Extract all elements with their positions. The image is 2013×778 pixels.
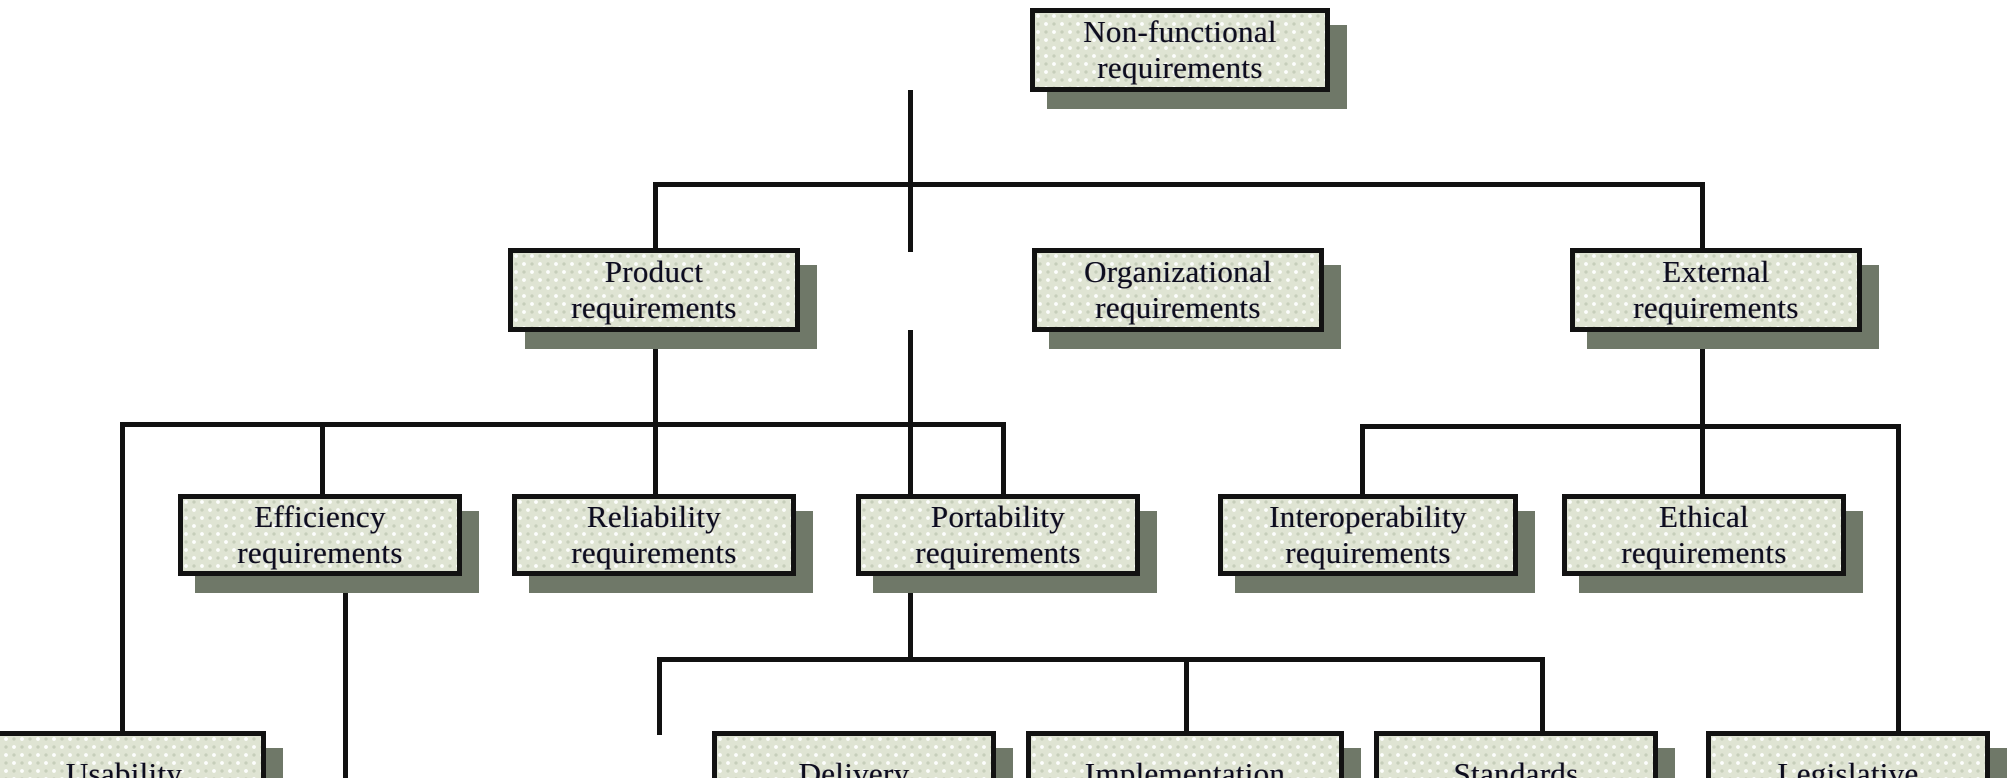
node-box: Non-functional requirements	[1030, 8, 1330, 92]
node-label: Standards	[1453, 756, 1579, 778]
connector-organizational-bus	[657, 657, 1545, 662]
connector-drop-portability	[1001, 422, 1006, 496]
node-non-functional-requirements[interactable]: Non-functional requirements	[1030, 8, 1347, 109]
node-box: External requirements	[1570, 248, 1862, 332]
node-label: Interoperability requirements	[1269, 499, 1467, 570]
node-label: Organizational requirements	[1084, 254, 1272, 325]
node-box: Product requirements	[508, 248, 800, 332]
node-product-requirements[interactable]: Product requirements	[508, 248, 817, 349]
node-reliability-requirements[interactable]: Reliability requirements	[512, 494, 813, 593]
node-box: Usability	[0, 731, 266, 778]
connector-external-bus	[1360, 424, 1901, 429]
node-legislative[interactable]: Legislative	[1706, 731, 2007, 778]
node-external-requirements[interactable]: External requirements	[1570, 248, 1879, 349]
connector-drop-implementation	[1184, 657, 1189, 735]
node-organizational-requirements[interactable]: Organizational requirements	[1032, 248, 1341, 349]
node-box: Ethical requirements	[1562, 494, 1846, 576]
node-label: Implementation	[1084, 756, 1286, 778]
connector-product-bus	[120, 422, 1006, 427]
node-usability[interactable]: Usability	[0, 731, 283, 778]
node-box: Implementation	[1026, 731, 1344, 778]
node-label: External requirements	[1633, 254, 1799, 325]
node-box: Efficiency requirements	[178, 494, 462, 576]
node-box: Standards	[1374, 731, 1658, 778]
node-box: Reliability requirements	[512, 494, 796, 576]
connector-product-stem	[653, 330, 658, 426]
node-box: Delivery	[712, 731, 996, 778]
node-label: Product requirements	[571, 254, 737, 325]
node-label: Usability	[65, 756, 183, 778]
node-portability-requirements[interactable]: Portability requirements	[856, 494, 1157, 593]
connector-drop-interoperability	[1360, 424, 1365, 496]
connector-efficiency-substem	[343, 576, 348, 778]
connector-external-stem	[1700, 330, 1705, 426]
node-box: Organizational requirements	[1032, 248, 1324, 332]
node-implementation[interactable]: Implementation	[1026, 731, 1361, 778]
connector-drop-external	[1700, 182, 1705, 252]
node-box: Interoperability requirements	[1218, 494, 1518, 576]
node-ethical-requirements[interactable]: Ethical requirements	[1562, 494, 1863, 593]
node-box: Legislative	[1706, 731, 1990, 778]
node-efficiency-requirements[interactable]: Efficiency requirements	[178, 494, 479, 593]
node-label: Portability requirements	[915, 499, 1081, 570]
connector-drop-product	[653, 182, 658, 252]
node-label: Delivery	[798, 756, 910, 778]
node-label: Reliability requirements	[571, 499, 737, 570]
connector-drop-standards	[1540, 657, 1545, 735]
node-label: Efficiency requirements	[237, 499, 403, 570]
connector-drop-delivery	[657, 657, 662, 735]
node-label: Ethical requirements	[1621, 499, 1787, 570]
connector-root-stem	[908, 90, 913, 186]
node-label: Legislative	[1777, 756, 1919, 778]
node-interoperability-requirements[interactable]: Interoperability requirements	[1218, 494, 1535, 593]
node-delivery[interactable]: Delivery	[712, 731, 1013, 778]
node-label: Non-functional requirements	[1083, 14, 1277, 85]
connector-drop-organizational	[908, 182, 913, 252]
connector-drop-legislative	[1896, 424, 1901, 734]
node-box: Portability requirements	[856, 494, 1140, 576]
connector-drop-reliability	[653, 422, 658, 496]
node-standards[interactable]: Standards	[1374, 731, 1675, 778]
connector-drop-usability	[120, 422, 125, 734]
connector-drop-efficiency	[320, 422, 325, 496]
connector-level2-bus	[653, 182, 1705, 187]
connector-drop-ethical	[1700, 424, 1705, 496]
